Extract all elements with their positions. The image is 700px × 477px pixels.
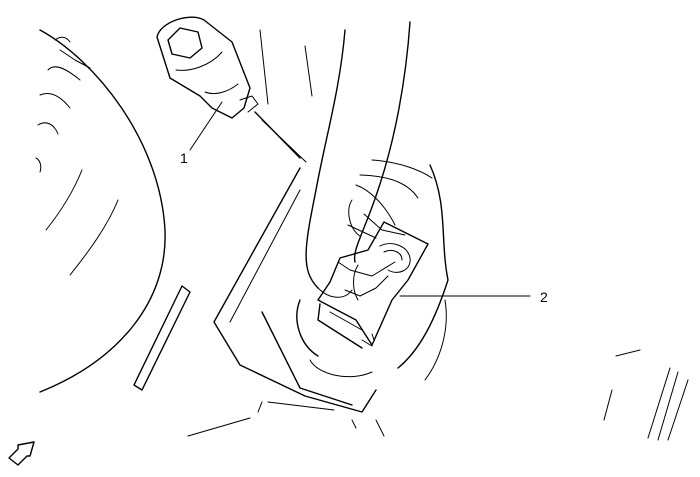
socket-tool <box>156 16 307 163</box>
technician-arm <box>305 21 411 298</box>
left-panel-outline <box>35 29 191 393</box>
connector-bracket <box>317 213 429 349</box>
callout-1-leader <box>189 101 223 151</box>
callout-1-label: 1 <box>180 150 188 166</box>
console-housing <box>187 159 449 437</box>
callout-2: 2 <box>399 289 548 305</box>
view-direction-arrow-icon <box>8 441 35 466</box>
right-trim-lines <box>259 29 689 441</box>
callout-2-label: 2 <box>540 289 548 305</box>
callout-1: 1 <box>180 101 223 166</box>
